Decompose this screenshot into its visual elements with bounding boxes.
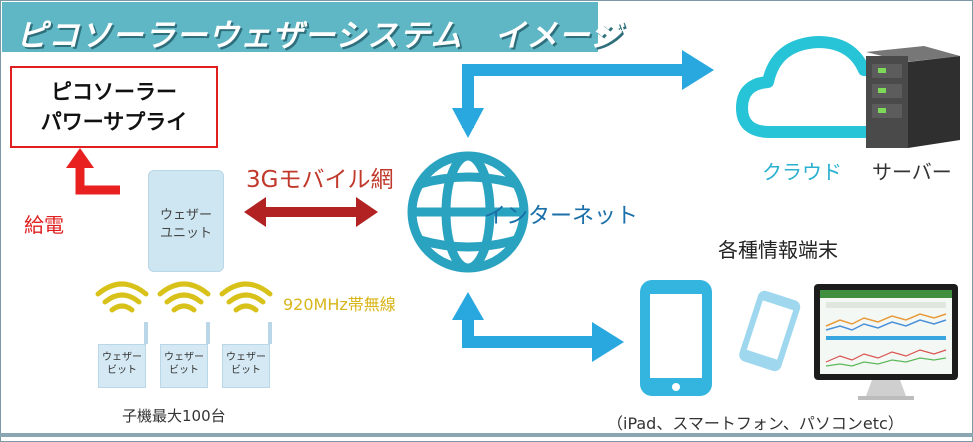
weather-bit: ウェザービット <box>222 344 270 388</box>
title-bar: ピコソーラーウェザーシステム イメージ <box>2 2 621 54</box>
wifi-icon <box>95 281 273 313</box>
weather-unit-label: ウェザー ユニット <box>159 208 212 241</box>
pico-solar-power-supply-box: ピコソーラー パワーサプライ <box>10 66 218 148</box>
child-max-label: 子機最大100台 <box>122 407 226 425</box>
cloud-label: クラウド <box>762 160 842 184</box>
weather-bit: ウェザービット <box>160 344 208 388</box>
bit-antennas <box>144 322 272 344</box>
feed-label: 給電 <box>24 213 64 237</box>
feed-arrow <box>66 148 120 195</box>
devices-caption: （iPad、スマートフォン、パソコンetc） <box>607 414 904 433</box>
tablet-icon <box>640 280 712 396</box>
internet-label: インターネット <box>484 204 639 229</box>
mobile-network-label: 3Gモバイル網 <box>246 167 394 193</box>
server-icon <box>866 46 960 148</box>
smartphone-icon <box>739 290 801 372</box>
devices-arrow <box>452 292 624 362</box>
server-label: サーバー <box>872 160 952 184</box>
weather-unit: ウェザー ユニット <box>148 170 224 272</box>
devices-title: 各種情報端末 <box>718 238 838 262</box>
mobile-double-arrow <box>244 197 378 227</box>
monitor-icon <box>814 284 958 400</box>
page-title: ピコソーラーウェザーシステム イメージ <box>16 18 622 54</box>
radio-label: 920MHz帯無線 <box>283 295 396 314</box>
supply-line2: パワーサプライ <box>40 109 188 134</box>
globe-icon <box>407 151 529 273</box>
weather-bit: ウェザービット <box>98 344 146 388</box>
cloud-arrow <box>452 50 714 138</box>
supply-line1: ピコソーラー <box>51 79 177 104</box>
bottom-border <box>0 433 973 437</box>
